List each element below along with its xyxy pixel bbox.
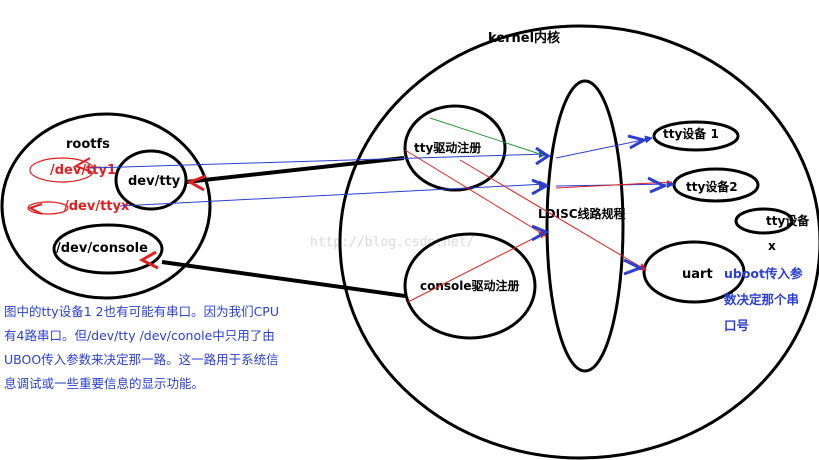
arrow-device2 [647,176,668,194]
console-driver-label: console驱动注册 [420,278,520,293]
rootfs-circle [0,112,212,300]
uboot-note-line-1: uboot传入参 [724,266,803,281]
rootfs-title: rootfs [66,137,110,152]
console-to-consoledriver [161,260,406,298]
arrow-devtty [186,174,207,192]
kernel-circle [338,24,819,460]
tty1-to-ldisc [89,150,547,169]
ttyx-scribble [27,201,69,215]
tty-driver-label: tty驱动注册 [414,140,481,155]
arrow-ldisc-mid [531,178,550,196]
uboot-note-line-3: 口号 [724,318,749,333]
uart-label: uart [682,267,713,282]
dev-tty-label: dev/tty [128,174,181,189]
tty-driver-circle [403,104,507,192]
ldisc-ellipse [545,79,625,373]
arrow-ttyx [27,203,43,215]
tty-devicex-label-2: x [768,239,776,253]
uart-circle [642,240,746,304]
ttydriver-to-ldisc-red [404,149,547,237]
dev-console-ellipse [52,223,164,275]
ldisc-to-device1 [555,135,653,159]
tty1-scribble [29,157,95,183]
left-note-line-2: 有4路串口。但/dev/tty /dev/conole中只用了由 [4,328,275,343]
tty-devicex-label-1: tty设备 [766,213,810,228]
console-driver-circle [403,232,537,340]
ttyx-to-ldisc [119,180,547,207]
arrow-device1 [627,134,648,150]
ldisc-to-device2-red [555,181,673,189]
tty-device1-label: tty设备 1 [663,126,719,141]
tty-devicex-circle [734,207,794,235]
devtty-to-ttydriver [185,156,405,184]
uboot-note-line-2: 数决定那个串 [723,292,799,307]
left-note-line-4: 息调试或一些重要信息的显示功能。 [4,376,204,391]
left-note-line-1: 图中的tty设备1 2也有可能有串口。因为我们CPU [4,304,279,319]
dev-ttyx-label: /dev/ttyx [64,199,130,214]
arrow-ldisc-top [535,146,551,166]
kernel-title: kernel内核 [488,30,560,46]
left-note-line-3: UBOO传入参数来决定那一路。这一路用于系统信 [4,352,279,367]
dev-tty1-label: /dev/tty1 [50,163,116,178]
ttydriver-to-uart-red [459,159,647,271]
tty-device2-label: tty设备2 [686,179,738,194]
dev-console-label: /dev/console [56,241,148,256]
arrow-uart [623,258,644,276]
watermark: http://blog.csdn.net/ [310,235,474,250]
ttydriver-to-ldisc-green [429,117,547,157]
ldisc-label: LDISC线路规程 [538,206,626,221]
arrow-ldisc-low [531,224,550,242]
tty-device1-circle [652,120,740,152]
arrow-tty1 [73,157,93,173]
consoledriver-to-ldisc-red [407,231,547,303]
arrow-console [138,250,159,270]
